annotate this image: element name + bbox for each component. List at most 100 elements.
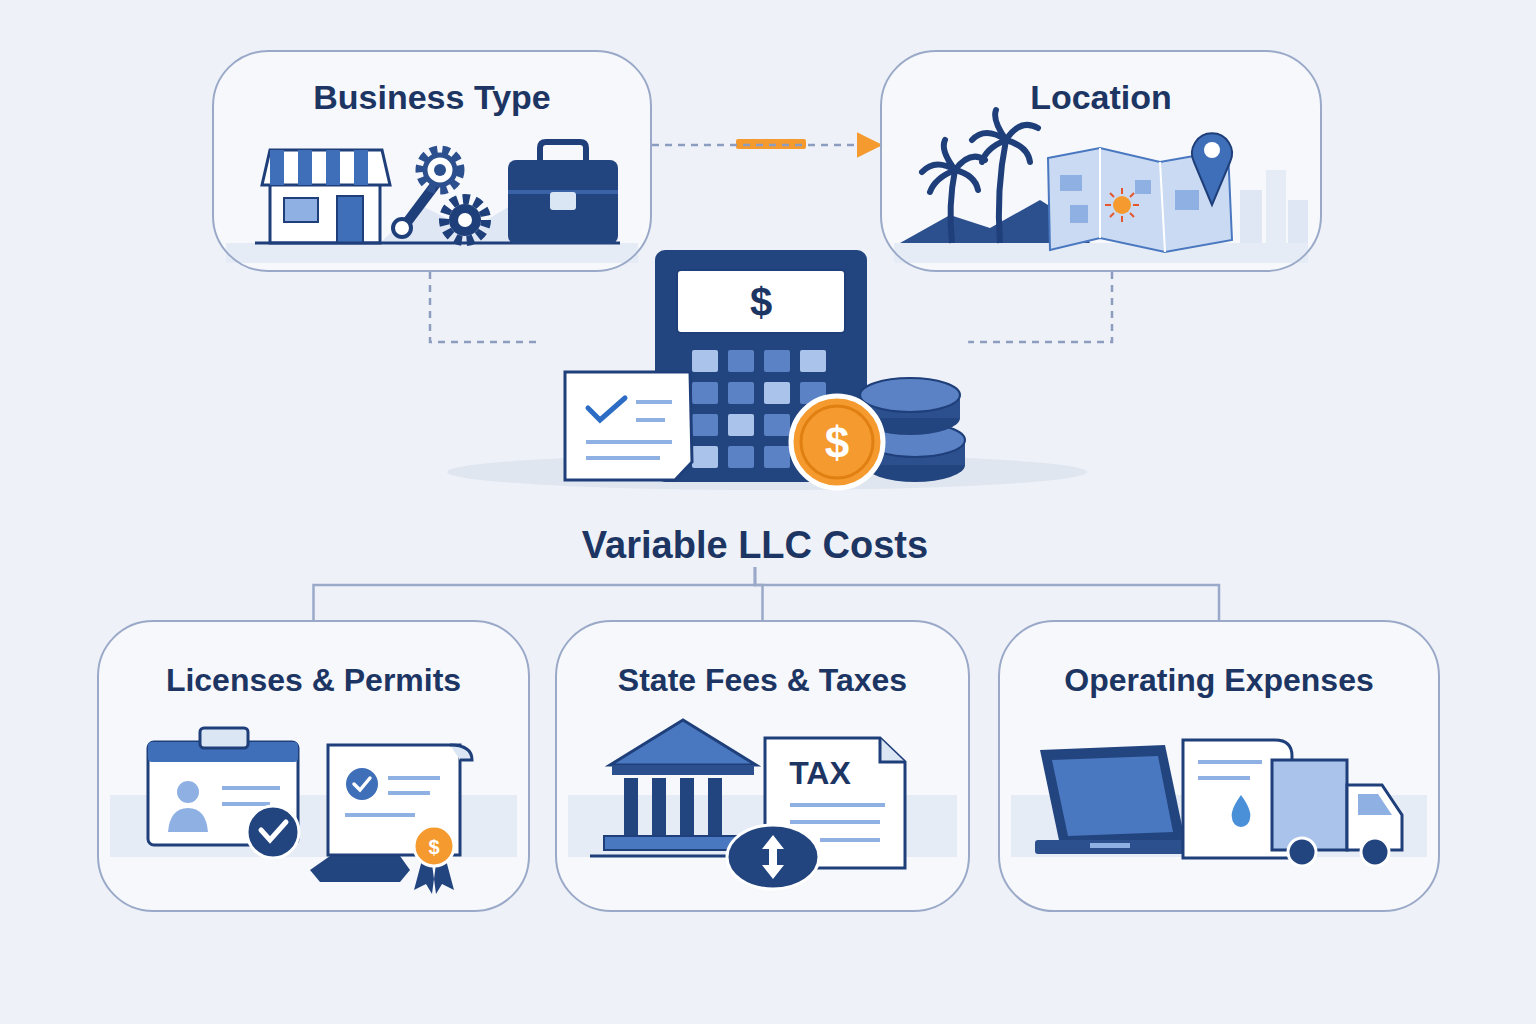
calculator-keys [728,414,754,436]
calculator-keys [692,382,718,404]
gears-icon [393,150,486,241]
gears-icon [420,150,460,190]
truck-icon [1358,794,1392,815]
map-icon [1192,133,1232,205]
briefcase-icon [508,160,618,244]
calculator-group [860,378,960,412]
id-card-icon [222,786,280,790]
briefcase-icon [550,192,576,210]
map-icon [1266,170,1286,243]
certificate-icon [354,778,370,790]
box-ground [97,620,530,912]
factor-box: Business Type [212,50,652,272]
cost-box: Licenses & Permits [97,620,530,912]
laptop-icon [1035,745,1195,854]
map-icon [1135,180,1151,194]
laptop-icon [1052,756,1173,836]
map-icon [1288,200,1308,243]
certificate-icon [346,768,378,800]
node-title: Business Type [313,78,550,117]
landscape-icon [999,140,1006,243]
calculator-group [586,440,672,444]
connector [968,272,1112,342]
laptop-icon [1040,745,1185,845]
id-card-icon [247,806,299,858]
id-card-icon [168,808,208,832]
certificate-icon [388,776,440,780]
map-icon [1204,142,1220,158]
landscape-icon [922,140,985,192]
connector [652,144,880,147]
truck-icon [1288,838,1316,866]
map-icon [1060,175,1082,191]
map-icon [1113,196,1131,214]
cost-box: Operating Expenses [998,620,1440,912]
map-icon [1099,148,1101,238]
gears-icon [393,219,411,237]
calculator-keys [764,382,790,404]
factor-box: Location [880,50,1322,272]
tax-document-icon [820,838,880,842]
calculator-keys [692,350,718,372]
map-icon [1175,190,1199,210]
id-card-icon [200,728,248,748]
bank-icon [612,765,754,775]
landscape-icon [951,170,955,243]
certificate-icon [450,745,472,760]
bank-icon [708,778,722,836]
id-card-icon [222,802,270,806]
briefcase-icon [508,142,618,244]
box-ground [97,50,1440,912]
calculator-keys [692,446,718,468]
bank-icon [652,778,666,836]
map-icon [1240,190,1262,243]
tax-document-icon [727,738,905,889]
node-title: Location [1030,78,1172,117]
gears-icon [458,213,472,227]
icon-label: $ [428,837,439,857]
calculator-group [636,400,672,404]
map-icon [1070,205,1088,223]
briefcase-icon [540,142,586,162]
calculator-keys [692,414,718,436]
calculator-keys [764,414,790,436]
gears-icon [434,164,446,176]
icon-label: $ [825,421,849,465]
calculator-group [636,418,665,422]
storefront-icon [270,150,284,185]
map-icon [1160,162,1165,252]
box-ground [226,243,638,263]
bank-icon [680,778,694,836]
calculator-group [588,398,625,420]
node-title: Licenses & Permits [166,662,461,699]
id-card-icon [148,728,299,858]
icon-label: TAX [789,757,851,789]
gears-icon [449,204,481,236]
storefront-icon [337,196,363,243]
truck-icon [1272,760,1402,866]
truck-icon [1272,760,1347,850]
calculator-keys [800,350,826,372]
connector [314,567,755,620]
box-ground [998,620,1440,912]
calculator-group [791,396,883,488]
gears-icon [425,155,455,185]
storefront-icon [354,150,368,185]
box-ground [555,620,970,912]
calculator-group [565,372,692,480]
cost-box: State Fees & Taxes [555,620,970,912]
storefront-icon [255,150,620,243]
calculator-keys [764,350,790,372]
box-ground [894,243,1308,263]
id-card-icon [177,781,199,803]
certificate-icon [310,745,472,894]
connector [430,272,542,342]
document-icon [1232,795,1251,827]
node-title: Operating Expenses [1064,662,1373,699]
gears-icon [444,199,486,241]
tax-document-icon [880,738,905,762]
calculator-keys [728,350,754,372]
